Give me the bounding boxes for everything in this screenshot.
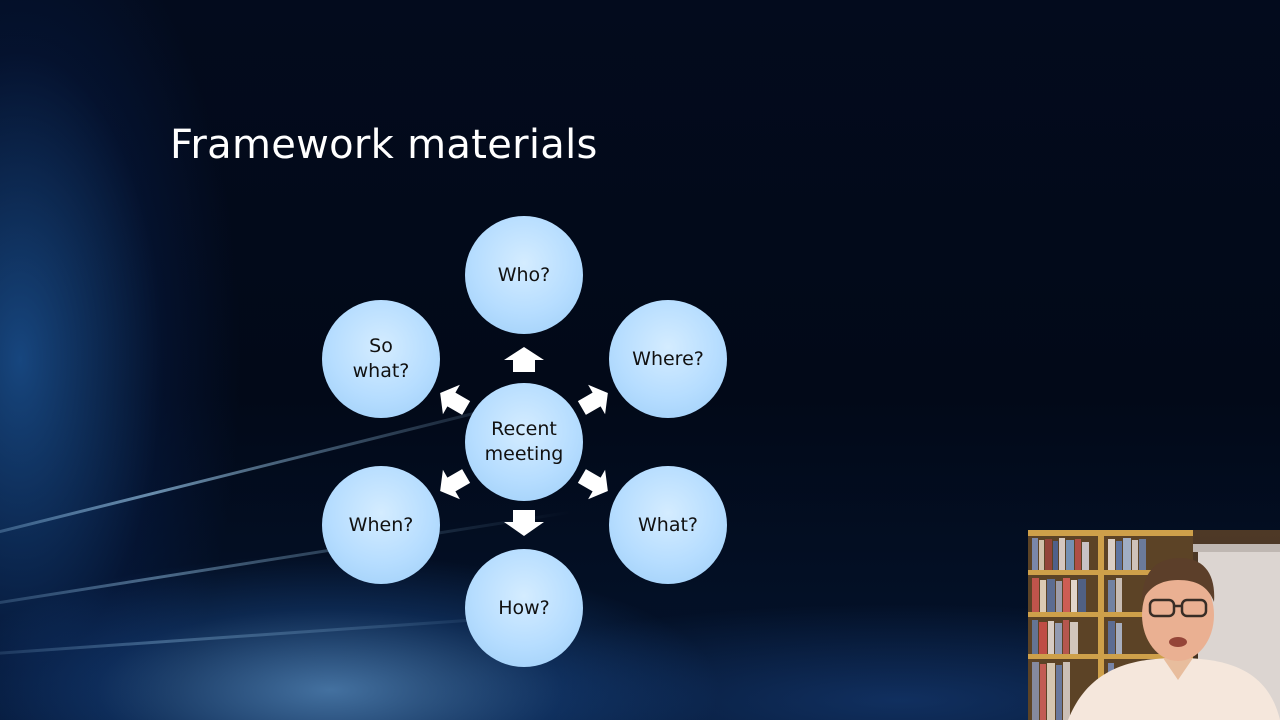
webcam-scene <box>1028 530 1280 720</box>
node-how-label: How? <box>498 596 550 619</box>
node-center-line1: Recent <box>491 418 557 440</box>
node-what-label: What? <box>637 513 698 536</box>
arrow-to-who <box>504 347 544 372</box>
node-where: Where? <box>609 300 727 418</box>
node-so-what-line2: what? <box>352 360 410 382</box>
node-when-label: When? <box>348 513 414 536</box>
node-how: How? <box>465 549 583 667</box>
node-when: When? <box>322 466 440 584</box>
node-who-label: Who? <box>497 263 551 286</box>
node-recent-meeting: Recent meeting <box>465 383 583 501</box>
node-so-what-line1: So <box>369 335 393 357</box>
node-center-line2: meeting <box>484 443 564 465</box>
arrow-to-what <box>577 469 608 500</box>
node-where-label: Where? <box>632 347 704 370</box>
presenter-webcam-video <box>1028 530 1280 720</box>
arrow-to-where <box>577 384 608 415</box>
node-so-what: So what? <box>322 300 440 418</box>
slide-title: Framework materials <box>170 122 598 168</box>
arrow-to-when <box>440 469 471 500</box>
node-what: What? <box>609 466 727 584</box>
arrow-to-how <box>504 510 544 536</box>
arrow-to-so-what <box>440 384 471 415</box>
node-who: Who? <box>465 216 583 334</box>
